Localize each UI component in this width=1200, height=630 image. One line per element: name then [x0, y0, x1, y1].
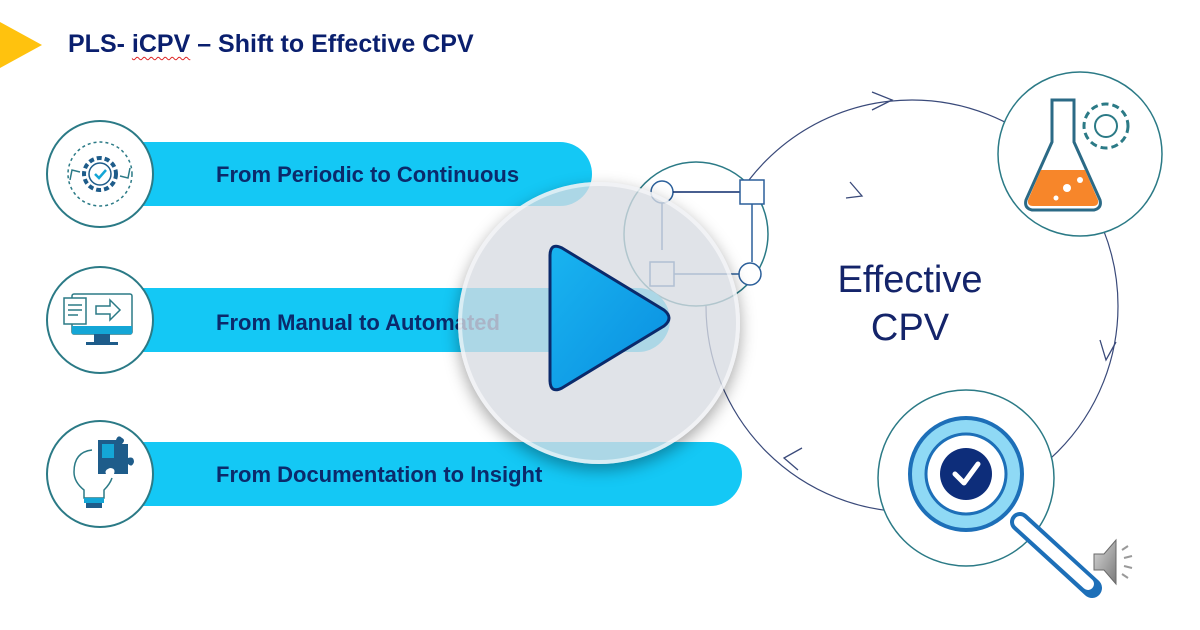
lightbulb-puzzle-icon [46, 420, 154, 528]
ring-arrow-top [871, 91, 894, 111]
item-label-manual: From Manual to Automated [216, 310, 500, 335]
speaker-icon[interactable] [1090, 534, 1140, 590]
play-button[interactable] [458, 182, 740, 464]
slide-title: PLS- iCPV – Shift to Effective CPV [68, 30, 474, 59]
title-suffix: – Shift to Effective CPV [190, 30, 474, 58]
title-arrow-marker [0, 22, 42, 68]
effective-cpv-label: Effective CPV [800, 256, 1020, 352]
ring-arrow-right [1099, 339, 1117, 362]
item-label-documentation: From Documentation to Insight [216, 462, 543, 487]
ring-arrow-bottom [782, 447, 803, 471]
monitor-transfer-icon [46, 266, 154, 374]
gear-cycle-icon [46, 120, 154, 228]
center-label-line1: Effective [837, 259, 983, 301]
center-label-line2: CPV [870, 307, 950, 349]
title-prefix: PLS- [68, 30, 132, 58]
item-bar-periodic [100, 142, 592, 206]
flask-gear-icon [997, 71, 1163, 237]
ring-arrow-left [845, 181, 864, 199]
magnifier-check-icon [877, 389, 1102, 598]
item-label-periodic: From Periodic to Continuous [216, 162, 520, 187]
title-misspelled-word: iCPV [131, 30, 191, 58]
play-icon [548, 244, 671, 392]
